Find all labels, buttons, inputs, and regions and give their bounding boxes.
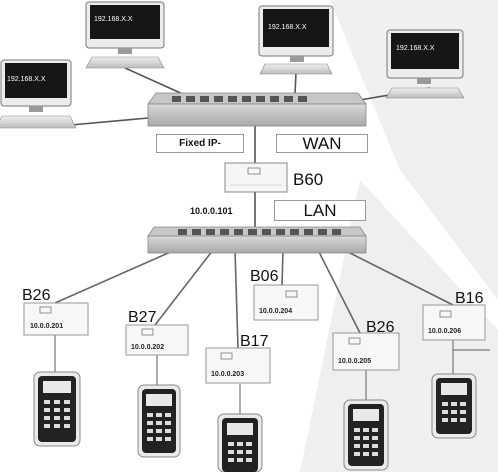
device-ip: 10.0.0.205 [338, 358, 372, 365]
device-name: B17 [240, 333, 269, 350]
device-box [205, 347, 271, 384]
device-ip: 10.0.0.203 [211, 371, 245, 378]
pc-computer [258, 5, 334, 75]
wan-label: WAN [302, 134, 342, 153]
pc-ip-label: 192.168.X.X [396, 45, 435, 52]
device-ip: 10.0.0.202 [131, 344, 165, 351]
pc-computer [385, 29, 465, 99]
device-ip: 10.0.0.206 [428, 328, 462, 335]
fixed-ip-box: Fixed IP- [156, 134, 244, 153]
keypad-terminal [217, 413, 263, 472]
keypad-terminal [431, 373, 477, 439]
controller-ip: 10.0.0.101 [190, 206, 233, 216]
pc-ip-label: 192.168.X.X [7, 76, 46, 83]
pc-computer [0, 59, 77, 129]
keypad-terminal [137, 384, 181, 458]
wan-box: WAN [276, 134, 368, 153]
device-name: B26 [22, 287, 51, 304]
lan-box: LAN [274, 200, 366, 221]
fixed-ip-label: Fixed IP- [179, 137, 221, 149]
device-box [125, 324, 189, 356]
keypad-terminal [343, 399, 389, 471]
device-name: B16 [455, 290, 484, 307]
pc-ip-label: 192.168.X.X [268, 24, 307, 31]
device-ip: 10.0.0.204 [259, 308, 293, 315]
device-name: B27 [128, 309, 157, 326]
device-cables [54, 247, 454, 349]
device-box [253, 284, 319, 321]
device-box [332, 332, 400, 371]
device-box [422, 304, 486, 341]
pc-computer [85, 1, 165, 69]
device-ip: 10.0.0.201 [30, 323, 64, 330]
device-box [23, 302, 89, 336]
lan-label: LAN [303, 201, 337, 220]
controller-name: B60 [293, 170, 324, 189]
keypad-cables [54, 335, 490, 414]
controller-box [224, 162, 288, 193]
lan-switch [147, 226, 367, 254]
keypad-terminal [33, 371, 81, 447]
device-name: B26 [366, 319, 395, 336]
device-name: B06 [250, 268, 279, 285]
pc-ip-label: 192.168.X.X [94, 16, 133, 23]
wan-switch [147, 92, 367, 127]
